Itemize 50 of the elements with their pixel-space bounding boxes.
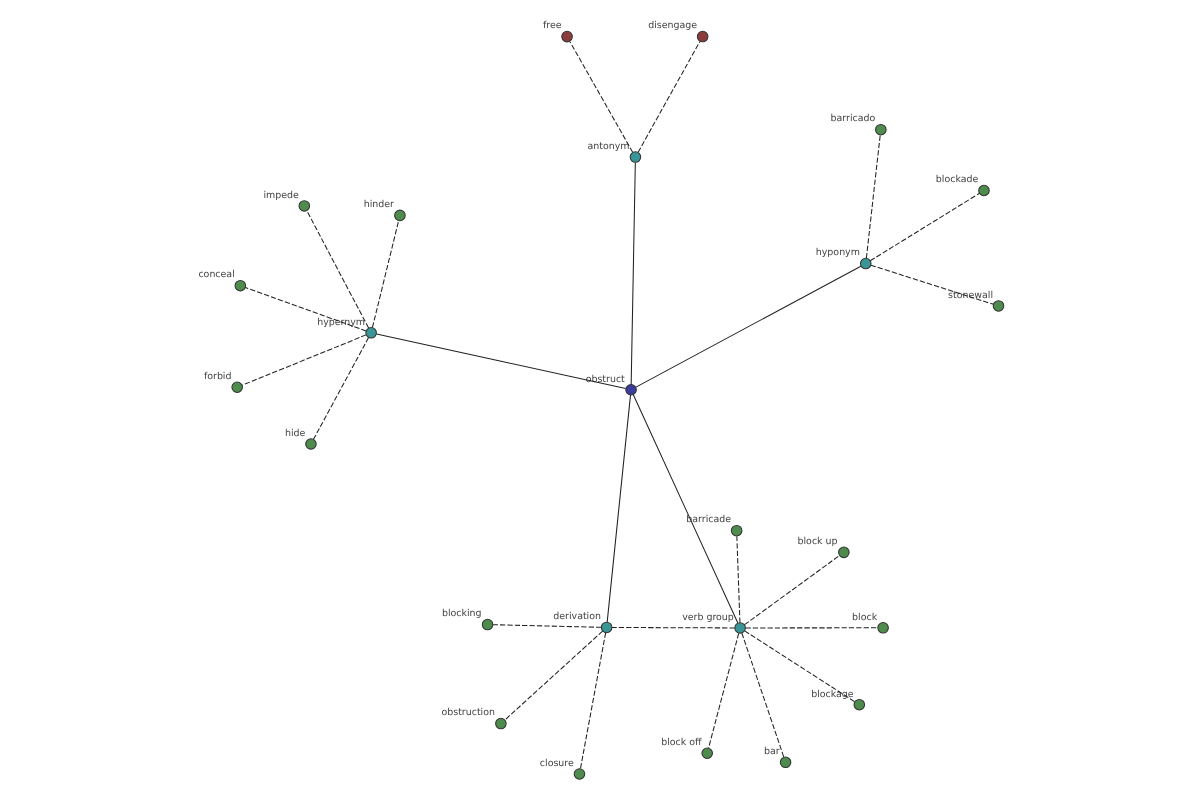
connector xyxy=(744,627,878,629)
connector xyxy=(370,220,399,328)
node-circle xyxy=(695,30,708,43)
node-circle xyxy=(364,327,376,339)
node-circle xyxy=(624,383,636,396)
connector xyxy=(605,394,631,623)
connector xyxy=(578,632,606,770)
connector xyxy=(305,210,369,329)
node-circle xyxy=(304,438,316,450)
connector xyxy=(240,334,366,386)
connector xyxy=(503,630,603,721)
connector xyxy=(568,41,633,153)
connector xyxy=(743,630,855,703)
connector xyxy=(375,333,626,390)
node-circle xyxy=(858,257,871,270)
node-circle xyxy=(560,30,572,43)
node-circle xyxy=(599,621,612,634)
node-circle xyxy=(572,768,585,780)
node-circle xyxy=(233,279,246,292)
node-circle xyxy=(230,381,242,394)
node-circle xyxy=(991,300,1004,312)
node-circle xyxy=(778,756,791,769)
connector xyxy=(864,134,880,259)
node-circle xyxy=(852,698,865,711)
connector xyxy=(491,624,601,628)
connector xyxy=(869,264,993,305)
connector xyxy=(311,337,369,440)
node-circle xyxy=(297,200,310,212)
node-circle xyxy=(874,123,886,136)
node-circle xyxy=(393,209,405,222)
node-circle xyxy=(729,524,742,537)
connector xyxy=(243,286,366,332)
node-circle xyxy=(837,546,849,559)
node-circle xyxy=(733,622,745,634)
node-circle xyxy=(876,622,888,634)
connector xyxy=(610,626,735,629)
node-circle xyxy=(700,747,712,759)
connector xyxy=(868,192,979,262)
connector xyxy=(631,394,738,624)
connector xyxy=(743,554,840,626)
connector xyxy=(735,535,740,623)
node-circle xyxy=(977,184,989,197)
node-circle xyxy=(628,151,641,163)
connector xyxy=(636,41,700,153)
connector xyxy=(707,632,739,749)
node-circle xyxy=(494,717,506,730)
connector xyxy=(634,265,861,388)
node-circle xyxy=(480,618,493,631)
connector xyxy=(629,162,635,385)
connector xyxy=(740,632,784,758)
